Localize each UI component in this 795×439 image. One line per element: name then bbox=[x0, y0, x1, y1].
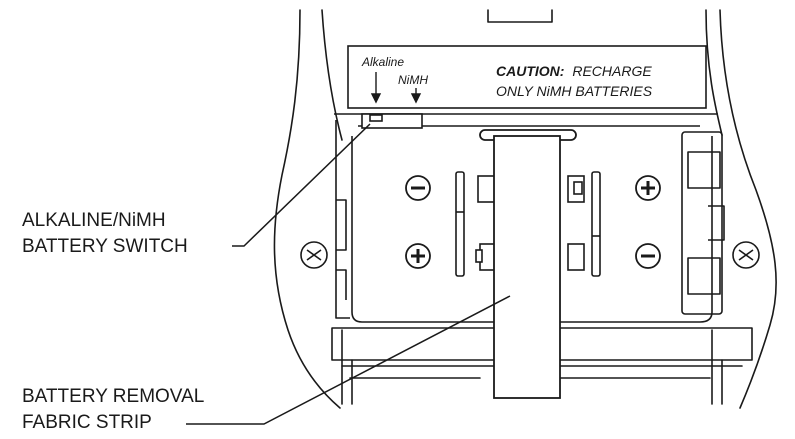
caution-bold: CAUTION: bbox=[496, 63, 564, 79]
caution-label-card bbox=[347, 45, 707, 109]
caution-rest: RECHARGE bbox=[572, 63, 652, 79]
switch-callout-line-1: ALKALINE/NiMH bbox=[22, 210, 166, 231]
strip-leader-line bbox=[186, 295, 511, 425]
left-contact-bar bbox=[455, 171, 601, 277]
nimh-label: NiMH bbox=[398, 73, 428, 87]
terminal-minus-bottom-right bbox=[635, 243, 661, 269]
left-screw bbox=[300, 241, 328, 269]
caution-line-2: ONLY NiMH BATTERIES bbox=[496, 83, 653, 99]
right-screw bbox=[732, 241, 760, 269]
alkaline-label: Alkaline bbox=[361, 55, 404, 69]
caution-line-1: CAUTION: RECHARGE bbox=[496, 63, 652, 79]
terminal-plus-top-right bbox=[635, 175, 661, 201]
battery-switch bbox=[361, 113, 423, 129]
strip-callout-line-1: BATTERY REMOVAL bbox=[22, 386, 204, 407]
device-housing bbox=[273, 9, 777, 409]
switch-callout-line-2: BATTERY SWITCH bbox=[22, 236, 188, 257]
strip-callout-line-2: FABRIC STRIP bbox=[22, 412, 152, 433]
terminal-plus-bottom-left bbox=[405, 243, 431, 269]
alkaline-arrow bbox=[370, 72, 382, 104]
switch-leader-line bbox=[232, 123, 371, 247]
battery-removal-fabric-strip bbox=[479, 129, 577, 399]
terminal-minus-top-left bbox=[405, 175, 431, 201]
nimh-arrow bbox=[410, 88, 422, 104]
callout-leaders bbox=[186, 123, 511, 425]
